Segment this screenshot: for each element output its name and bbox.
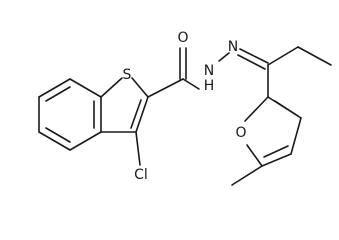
sulfur-label: S xyxy=(123,67,132,83)
thiophene-ring xyxy=(100,77,149,133)
ethyl-group xyxy=(267,46,332,66)
double-bond-inner xyxy=(45,86,71,102)
furan-ring xyxy=(244,64,302,167)
hydrazide-chain xyxy=(147,47,269,98)
bond xyxy=(135,96,149,133)
molecule-diagram: S O N H N Cl O xyxy=(38,30,332,186)
bond-c-cl xyxy=(135,131,141,166)
bond xyxy=(297,46,332,66)
bond xyxy=(69,78,102,98)
bond xyxy=(246,144,263,167)
imine-double-bond xyxy=(239,48,269,64)
furan-oxygen-label: O xyxy=(235,125,246,141)
bond xyxy=(290,117,302,155)
bond xyxy=(267,46,299,66)
bond xyxy=(274,100,299,117)
bond xyxy=(182,78,200,90)
bond xyxy=(131,77,149,98)
benzene-ring xyxy=(38,78,102,151)
amide-h-label: H xyxy=(204,78,215,94)
structure-svg: S O N H N Cl O xyxy=(38,30,332,186)
bond xyxy=(244,96,269,122)
bond-methyl xyxy=(231,165,263,186)
bond xyxy=(218,52,230,62)
bond xyxy=(261,153,292,167)
amide-n-label: N xyxy=(204,63,214,79)
bond xyxy=(147,78,184,98)
imine-n-label: N xyxy=(228,39,238,55)
bond xyxy=(263,145,289,158)
bond xyxy=(100,77,123,98)
chlorine-label: Cl xyxy=(134,167,148,183)
bond xyxy=(69,131,102,151)
double-bond-inner xyxy=(45,127,71,143)
carbonyl-oxygen-label: O xyxy=(177,30,188,46)
bond xyxy=(38,131,71,151)
imine-double-bond xyxy=(237,54,266,70)
bond xyxy=(38,78,71,98)
bond xyxy=(130,99,142,129)
